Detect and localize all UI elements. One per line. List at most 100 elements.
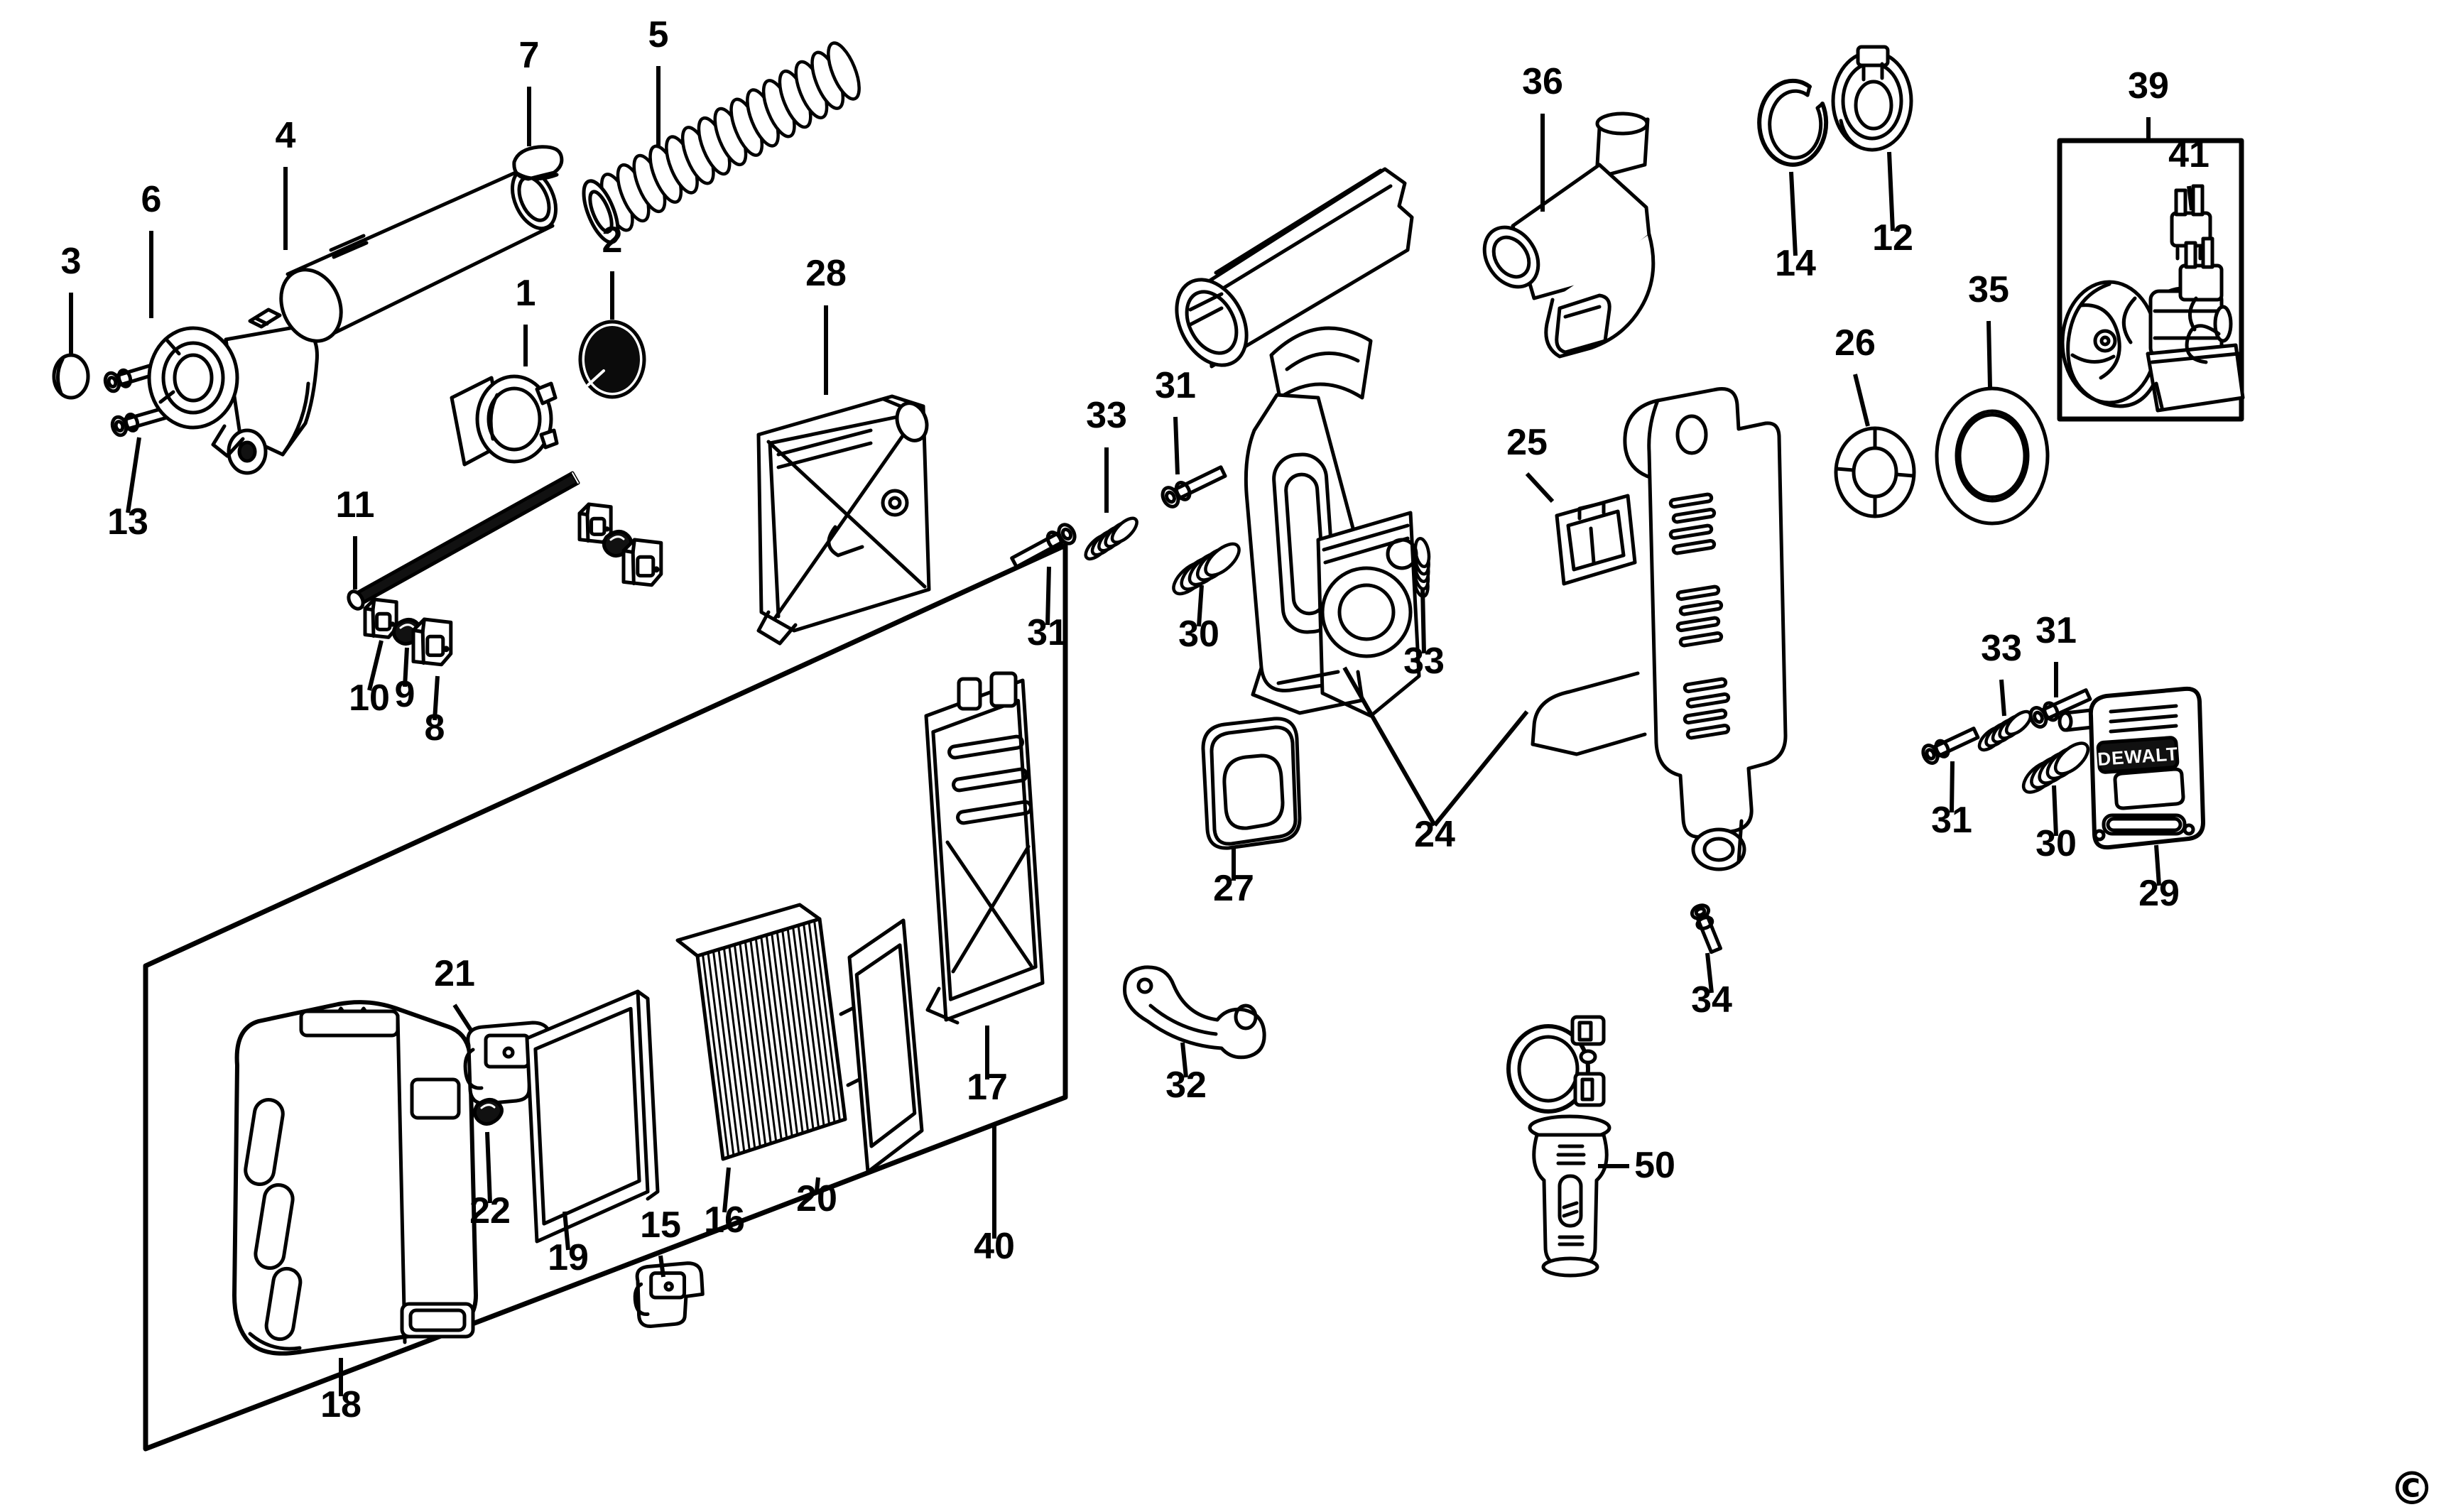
part-20-frame-drawing <box>839 918 924 1174</box>
part-label-18: 18 <box>320 1384 362 1425</box>
part-label-6: 6 <box>141 179 162 220</box>
hardware-trio-drawing <box>577 502 663 587</box>
part-label-25: 25 <box>1506 422 1548 463</box>
part-29-cover-drawing <box>2058 686 2205 850</box>
part-22-cone-drawing <box>473 1098 504 1126</box>
part-label-22: 22 <box>469 1190 511 1231</box>
part-41-connector-drawing <box>2170 184 2212 262</box>
part-label-5: 5 <box>648 14 669 55</box>
part-label-3: 3 <box>61 241 82 282</box>
part-label-17: 17 <box>967 1067 1008 1108</box>
part-30-spring-drawing <box>1172 542 1241 596</box>
leader-line-35 <box>1986 320 1992 388</box>
part-28-plate-drawing <box>756 394 931 646</box>
part-label-27: 27 <box>1213 868 1254 909</box>
part-27-gasket-drawing <box>1201 717 1302 850</box>
leader-lines <box>69 66 2194 1396</box>
part-6-bracket-drawing <box>147 308 319 475</box>
part-label-30: 30 <box>1178 614 1219 655</box>
part-label-40: 40 <box>974 1226 1015 1267</box>
part-label-20: 20 <box>796 1178 837 1219</box>
part-label-7: 7 <box>519 35 540 76</box>
part-label-14: 14 <box>1775 243 1816 284</box>
motor-connector-drawing <box>2178 236 2224 364</box>
part-label-15: 15 <box>640 1204 681 1246</box>
part-label-31: 31 <box>1027 612 1068 653</box>
leader-line-15 <box>658 1255 665 1278</box>
housing-right-drawing <box>1531 386 1788 871</box>
part-label-11: 11 <box>336 484 375 526</box>
leader-line-34 <box>1705 952 1714 994</box>
leader-line-20 <box>815 1177 820 1192</box>
part-label-33: 33 <box>1403 641 1445 682</box>
part-3-cap-drawing <box>52 353 90 400</box>
leader-line-12 <box>1887 151 1895 232</box>
part-label-19: 19 <box>548 1237 589 1278</box>
part-15-latch-drawing <box>633 1261 705 1329</box>
part-34-screw-drawing <box>1690 903 1722 954</box>
part-7-button-drawing <box>512 145 564 181</box>
part-label-32: 32 <box>1165 1065 1207 1106</box>
leader-line-24 <box>1433 710 1529 827</box>
leader-line-13 <box>126 437 141 513</box>
part-35-ring-drawing <box>1935 386 2050 526</box>
part-2-disc-drawing <box>578 320 646 399</box>
part-label-9: 9 <box>395 674 415 715</box>
part-8-block-drawing <box>411 617 453 667</box>
part-label-4: 4 <box>276 115 296 156</box>
part-14-snapring-drawing <box>1757 78 1829 167</box>
part-31-screw-drawing <box>2028 688 2092 729</box>
part-30-spring-drawing <box>2021 741 2090 794</box>
part-label-10: 10 <box>349 678 390 719</box>
part-label-16: 16 <box>704 1200 745 1241</box>
leader-line-29 <box>2154 844 2161 886</box>
part-13-screws-drawing <box>103 354 197 437</box>
part-18-canister-drawing <box>232 1000 478 1356</box>
part-5-hose-drawing <box>582 41 861 244</box>
part-16-filter-drawing <box>675 903 847 1161</box>
part-31-screw-drawing <box>1921 727 1980 765</box>
part-label-31: 31 <box>1931 800 1972 841</box>
leader-line-30 <box>1197 584 1204 627</box>
part-32-hook-drawing <box>1123 965 1266 1060</box>
part-4-tube-drawing <box>279 167 558 343</box>
part-17-cage-drawing <box>924 671 1045 1025</box>
leader-line-8 <box>433 675 440 721</box>
part-31-screw-drawing <box>1010 523 1077 569</box>
leader-line-31 <box>1045 566 1051 626</box>
leader-line-22 <box>485 1131 492 1204</box>
part-1-collar-drawing <box>450 374 559 467</box>
part-label-26: 26 <box>1835 322 1876 364</box>
part-label-39: 39 <box>2128 65 2169 107</box>
part-19-frame-drawing <box>525 989 660 1244</box>
part-label-50: 50 <box>1634 1145 1675 1186</box>
part-31-screw-drawing <box>1161 465 1227 508</box>
part-label-21: 21 <box>434 953 475 994</box>
part-label-24: 24 <box>1414 814 1455 855</box>
part-label-29: 29 <box>2138 873 2180 914</box>
part-33-spring-drawing <box>1084 516 1138 561</box>
part-label-33: 33 <box>1981 628 2022 669</box>
copyright-symbol: © <box>2389 1463 2435 1512</box>
leader-line-24 <box>1342 666 1437 827</box>
part-label-13: 13 <box>107 501 148 543</box>
part-label-31: 31 <box>2035 610 2077 651</box>
part-33-spring-drawing <box>1977 709 2033 752</box>
part-label-35: 35 <box>1968 269 2009 310</box>
leader-line-19 <box>562 1211 570 1251</box>
part-25-frame-drawing <box>1555 494 1637 586</box>
motor-assembly-drawing <box>2060 280 2245 413</box>
part-12-cap-drawing <box>1831 45 1913 152</box>
part-10-block-drawing <box>363 597 398 639</box>
part-11-rod-drawing <box>347 471 580 611</box>
leader-line-9 <box>403 647 409 687</box>
leader-line-25 <box>1525 472 1555 504</box>
leader-line-31 <box>1173 416 1180 475</box>
part-33-spring-drawing <box>1413 537 1431 599</box>
part-label-31: 31 <box>1155 365 1196 406</box>
part-50-handle-drawing <box>1506 1015 1611 1278</box>
part-label-1: 1 <box>516 273 536 314</box>
parts-artwork <box>52 41 2245 1452</box>
part-36-elbow-drawing <box>1482 112 1656 359</box>
